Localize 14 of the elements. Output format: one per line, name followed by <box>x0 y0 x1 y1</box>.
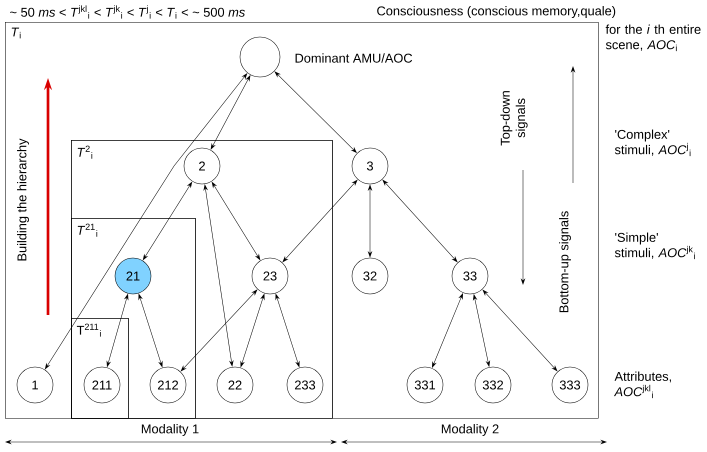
consciousness-label: Consciousness (conscious memory,quale) <box>377 6 616 18</box>
arrow <box>212 182 260 260</box>
node-caption: Dominant AMU/AOC <box>296 53 412 63</box>
node-circle <box>240 36 280 78</box>
consciousness-label: for the i th entire scene, AOC$_{i}$ <box>606 24 701 52</box>
direction-label: Bottom-up signals <box>559 211 571 312</box>
timing-label: ~ 50 ms < T$^{jkl}$$_{i}$ < T$^{jk}$$_{i}$ < T$^{j}$$_{i}$ < T$_{i}$ < ~ 500 ms <box>10 5 245 19</box>
level-label: Attributes, AOC$^{jkl}$i <box>614 372 671 398</box>
level-label: 'Complex' stimuli, AOC$^{j}$i <box>614 130 690 156</box>
modality-label: Modality 1 <box>142 424 199 436</box>
direction-label: Top-down signals <box>500 91 528 146</box>
level-label: 'Simple' stimuli, AOC$^{jk}$i <box>614 232 695 260</box>
direction-label: Building the hierarchy <box>17 138 29 260</box>
modality-label: Modality 2 <box>442 424 499 436</box>
